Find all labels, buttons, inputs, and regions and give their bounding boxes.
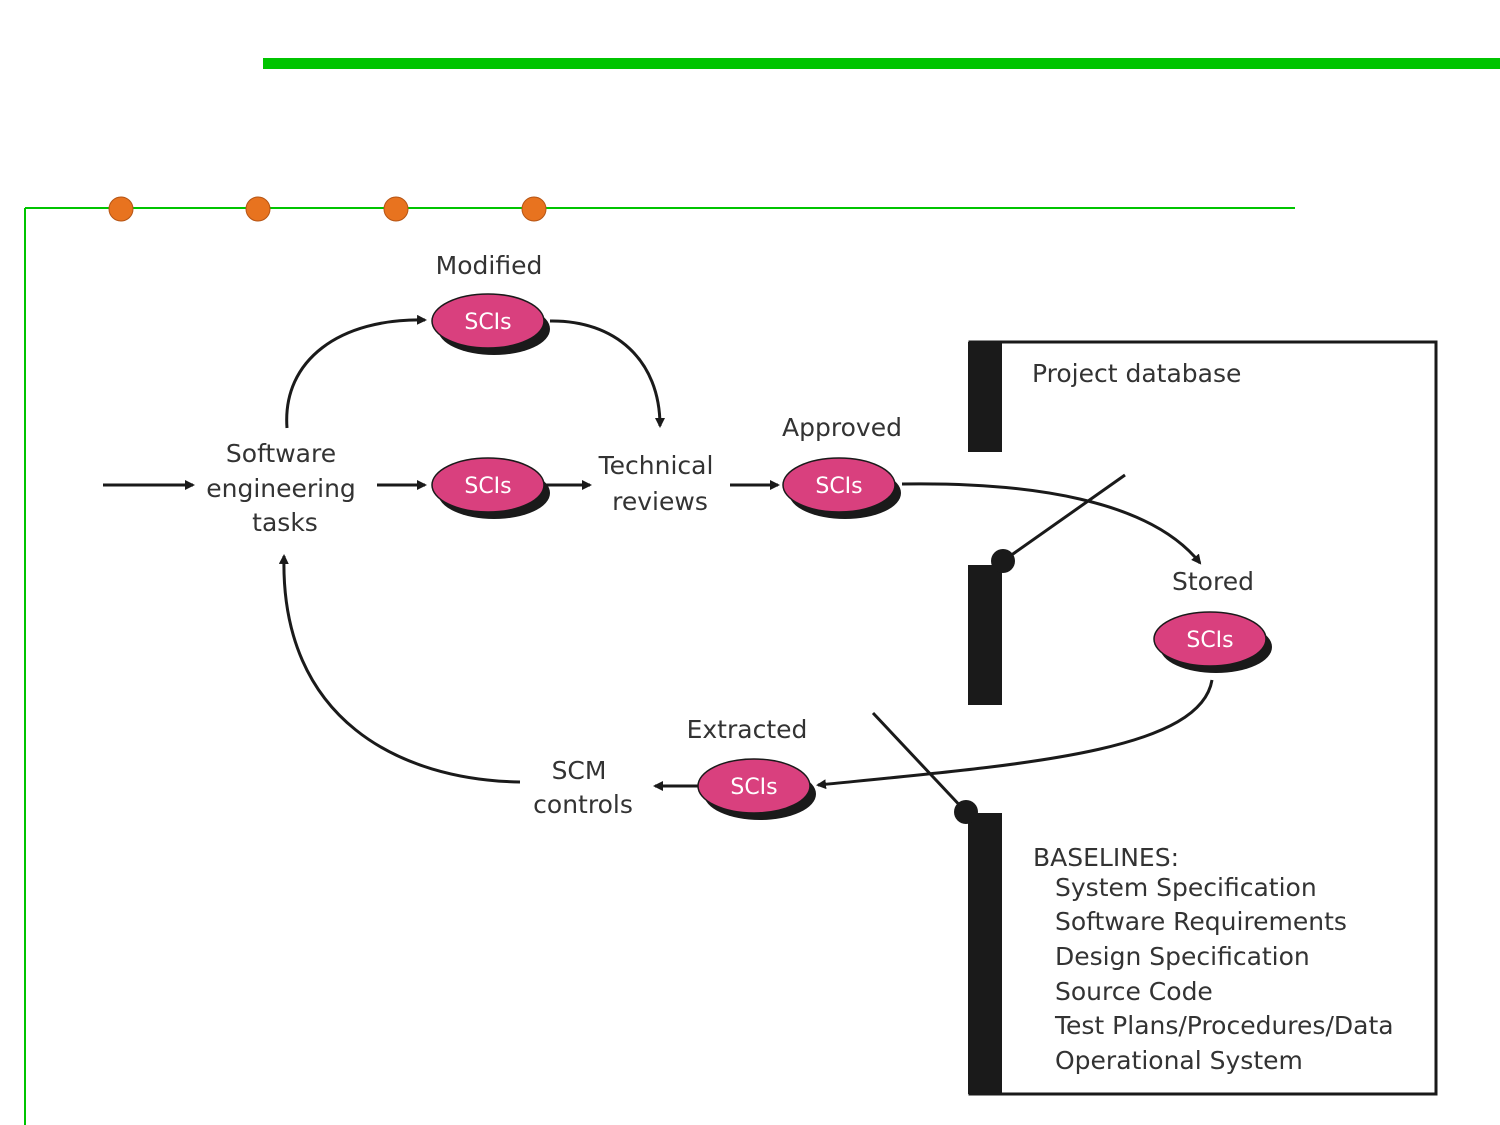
- stored-to-extracted-arrow: [816, 679, 1214, 790]
- sci-label: SCIs: [1186, 628, 1233, 653]
- project-database-box: Project database BASELINES: System Speci…: [960, 340, 1438, 1096]
- sci-modified: SCIs: [431, 293, 550, 355]
- controls-to-tasks-arrow: [278, 554, 521, 784]
- db-wall-middle: [968, 565, 1002, 705]
- label-extracted: Extracted: [687, 715, 808, 744]
- approved-to-stored-arrow: [901, 482, 1202, 565]
- sci-initial: SCIs: [431, 457, 550, 519]
- db-wall-bottom: [968, 813, 1002, 1094]
- bullet-dot: [245, 196, 271, 222]
- sci-approved: SCIs: [782, 457, 901, 519]
- baseline-item: Software Requirements: [1055, 907, 1347, 936]
- modified-to-reviews-arrow: [549, 319, 665, 428]
- label-stored: Stored: [1172, 567, 1254, 596]
- baselines-heading: BASELINES:: [1033, 843, 1179, 872]
- tasks-to-modified-arrow: [285, 314, 427, 429]
- sci-label: SCIs: [464, 474, 511, 499]
- input-gate: [991, 473, 1126, 573]
- label-software-tasks: Software engineering tasks: [206, 439, 364, 537]
- output-gate: [871, 711, 978, 824]
- baseline-item: Source Code: [1055, 977, 1213, 1006]
- label-approved: Approved: [782, 413, 902, 442]
- sci-label: SCIs: [464, 310, 511, 335]
- sci-stored: SCIs: [1153, 611, 1272, 673]
- bullet-dot: [521, 196, 547, 222]
- baseline-item: Test Plans/Procedures/Data: [1054, 1011, 1394, 1040]
- label-scm-controls: SCM controls: [533, 756, 633, 819]
- baseline-item: Operational System: [1055, 1046, 1303, 1075]
- label-technical-reviews: Technical reviews: [598, 451, 722, 516]
- bullet-dot: [108, 196, 134, 222]
- label-modified: Modified: [436, 251, 543, 280]
- sci-label: SCIs: [730, 775, 777, 800]
- baseline-item: Design Specification: [1055, 942, 1310, 971]
- project-database-title: Project database: [1032, 359, 1241, 388]
- bullet-dot: [383, 196, 409, 222]
- flow-arrows: [103, 314, 1214, 791]
- sci-extracted: SCIs: [697, 758, 816, 820]
- bullet-dots: [108, 196, 547, 222]
- top-accent-bar: [263, 58, 1500, 69]
- db-wall-top: [968, 342, 1002, 452]
- sci-label: SCIs: [815, 474, 862, 499]
- baseline-item: System Specification: [1055, 873, 1317, 902]
